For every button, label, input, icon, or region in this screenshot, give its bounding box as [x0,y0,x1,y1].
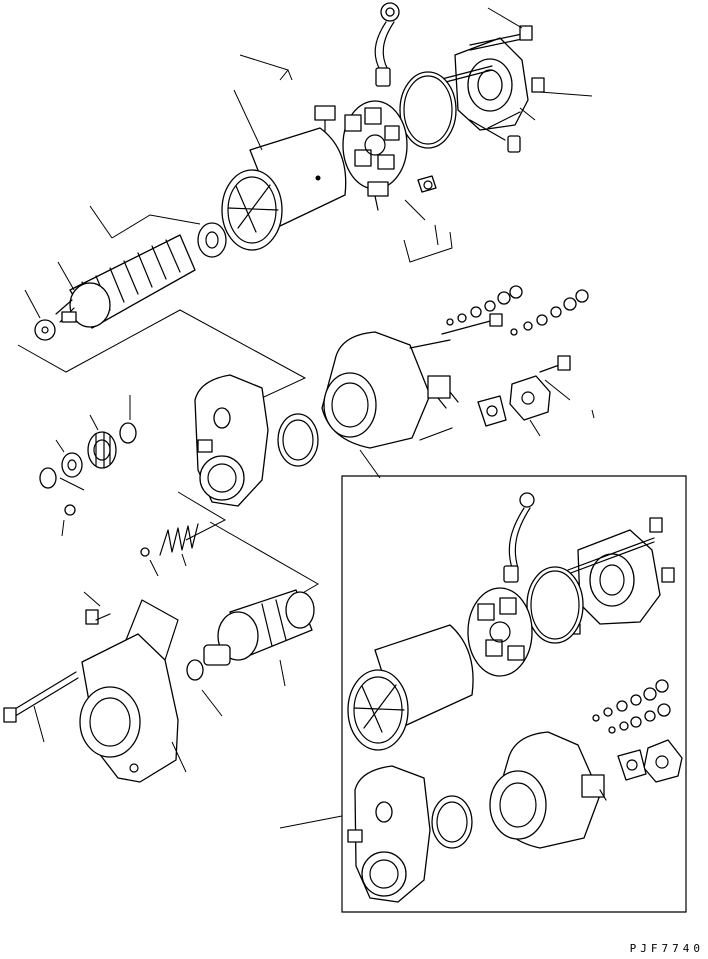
leader-line-frame [280,816,342,828]
switch-cover [510,356,570,420]
terminal-hardware-lower [511,290,588,335]
bearing-ring [198,223,226,257]
drive-clutch [204,590,314,665]
leader-lines-housing [34,592,186,772]
terminal-hardware-upper [442,286,522,334]
thrust-washer-left [35,320,55,340]
leader-lines-spring [150,554,186,576]
inset-switch-cover [618,740,682,782]
leader-line-clutch-washer [202,690,222,716]
switch-gasket [278,414,318,466]
leader-line-switch [360,450,380,478]
inset-switch-gasket [432,796,472,848]
brush-parts [315,106,436,210]
magnetic-switch [322,332,458,448]
leader-lines-top-right [488,8,592,120]
front-housing [80,600,178,782]
armature [56,235,195,328]
brush-holder [343,101,407,189]
group-outline-armature [18,310,305,408]
leader-lines-armature [58,206,200,290]
drawing-code: PJF7740 [629,942,704,955]
inset-magnetic-switch [490,732,606,848]
inset-cover-gasket [527,567,583,643]
return-spring [141,524,198,556]
center-bracket [195,375,268,506]
leader-line-clutch [280,660,285,686]
inset-brush-holder [468,588,532,676]
switch-plate-gasket [478,396,506,426]
rear-cover [455,38,528,152]
leader-lines-pinion [56,395,130,536]
wire-harness [375,3,399,86]
inset-terminal-hardware [593,680,670,733]
inset-harness [504,493,534,582]
inset-yoke [348,625,473,750]
housing-bolt [4,610,110,722]
leader-lines-brush [404,200,452,262]
cover-gasket [400,72,456,148]
leader-lines-yoke [234,55,292,150]
leader-lines-switch-cover [530,380,594,436]
pinion-gear [88,432,116,468]
inset-rear-cover [568,518,674,634]
alternate-assembly-frame [342,476,686,912]
leader-line-washer [25,290,40,318]
clutch-washer [187,660,203,680]
yoke-housing [222,128,346,250]
inset-center-bracket [348,766,430,902]
washer-set-left [40,423,136,515]
